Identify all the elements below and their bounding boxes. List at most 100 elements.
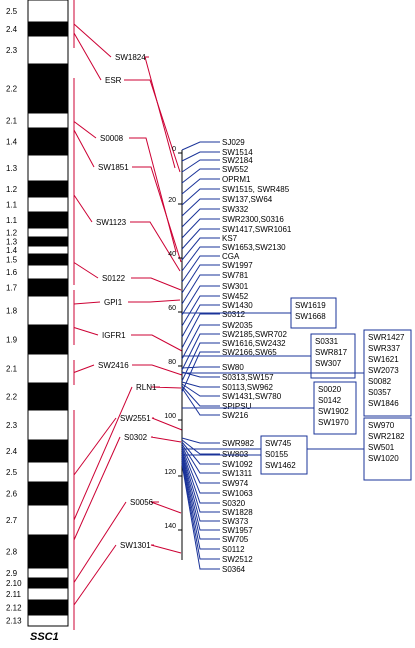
- marker-label: SW1430: [222, 301, 253, 310]
- chromosome-band: [27, 439, 69, 463]
- gene-connector: [132, 166, 182, 263]
- marker-connector: [181, 198, 220, 217]
- band-label: 2.6: [6, 490, 18, 499]
- gene-label-sw1851: SW1851: [98, 163, 129, 172]
- marker-box: [290, 297, 337, 329]
- marker-label: SW332: [222, 205, 249, 214]
- band-label: 1.3: [6, 164, 18, 173]
- gene-connector: [128, 299, 181, 303]
- chromosome-band: [27, 196, 69, 213]
- gene-connector: [150, 544, 182, 554]
- box-marker-label: SW1462: [265, 461, 296, 470]
- marker-label: SW452: [222, 292, 249, 301]
- axis-tick-label: 120: [164, 469, 176, 476]
- box-marker-label: SWR1427: [368, 333, 405, 342]
- chromosome-band: [27, 353, 69, 384]
- marker-label: SW1311: [222, 469, 253, 478]
- marker-label: SW2185,SWR702: [222, 330, 287, 339]
- marker-label: SJ029: [222, 138, 245, 147]
- marker-connector: [181, 313, 220, 349]
- marker-connector: [181, 461, 220, 560]
- band-label: 1.2: [6, 229, 18, 238]
- band-label: 2.11: [6, 590, 22, 599]
- gene-label-sw1123: SW1123: [96, 218, 127, 227]
- marker-connector: [181, 366, 220, 369]
- marker-connector: [181, 255, 220, 283]
- band-label: 2.7: [6, 516, 18, 525]
- axis-tick-label: 20: [168, 197, 176, 204]
- gene-connector: [73, 544, 117, 606]
- marker-label: SW2035: [222, 321, 253, 330]
- band-label: 1.9: [6, 336, 18, 345]
- gene-labels: SW1824ESRS0008SW1851SW1123S0122GPI1IGFR1…: [96, 53, 157, 550]
- gene-label-s0122: S0122: [102, 274, 126, 283]
- box-marker-label: SW1621: [368, 355, 399, 364]
- gene-label-s0302: S0302: [124, 433, 148, 442]
- gene-label-sw1824: SW1824: [115, 53, 146, 62]
- gene-label-sw2551: SW2551: [120, 414, 151, 423]
- band-label: 2.9: [6, 569, 18, 578]
- band-label: 2.2: [6, 85, 18, 94]
- chromosome-band: [27, 577, 69, 589]
- marker-connector: [181, 333, 220, 371]
- gene-connector: [131, 334, 183, 352]
- gene-label-sw1301: SW1301: [120, 541, 151, 550]
- box-marker-label: SWR817: [315, 348, 348, 357]
- marker-label: KS7: [222, 234, 238, 243]
- marker-label: SW2512: [222, 555, 253, 564]
- marker-connector: [181, 168, 220, 184]
- gene-label-esr: ESR: [105, 76, 122, 85]
- marker-label: OPRM1: [222, 175, 251, 184]
- gene-connector: [73, 301, 101, 305]
- marker-label: SW1653,SW2130: [222, 243, 286, 252]
- band-label: 2.12: [6, 604, 22, 613]
- marker-label: S0313,SW157: [222, 373, 274, 382]
- marker-connector: [181, 449, 220, 504]
- axis-tick-label: 80: [168, 359, 176, 366]
- box-marker-label: S0357: [368, 388, 392, 397]
- marker-label: SW1997: [222, 261, 253, 270]
- chromosome-band: [27, 481, 69, 506]
- marker-label: SW1514: [222, 148, 253, 157]
- marker-label: SWR982: [222, 439, 255, 448]
- marker-label: SWR2300,S0316: [222, 215, 284, 224]
- gene-label-s0008: S0008: [100, 134, 124, 143]
- chromosome-band: [27, 245, 69, 255]
- box-marker-label: S0142: [318, 396, 342, 405]
- marker-connector: [181, 295, 220, 327]
- gene-label-s0056: S0056: [130, 498, 154, 507]
- chromosome-band: [27, 63, 69, 114]
- band-label: 2.1: [6, 117, 18, 126]
- band-label: 2.4: [6, 447, 18, 456]
- chromosome-band: [27, 180, 69, 198]
- marker-label: SW373: [222, 517, 249, 526]
- gene-connector: [132, 364, 183, 376]
- chromosome-ideogram: [27, 0, 69, 627]
- chromosome-band: [27, 127, 69, 156]
- marker-connector: [181, 188, 220, 206]
- chromosome-band: [27, 278, 69, 297]
- marker-label: S0112: [222, 545, 245, 554]
- marker-connector: [181, 264, 220, 294]
- box-marker-label: SW307: [315, 359, 342, 368]
- marker-label: SW80: [222, 363, 244, 372]
- chromosome-band: [27, 587, 69, 601]
- marker-label: SW1063: [222, 489, 253, 498]
- marker-connector: [181, 208, 220, 228]
- marker-box: [260, 435, 308, 475]
- marker-connector: [181, 459, 220, 550]
- marker-connector: [181, 285, 220, 316]
- band-label: 1.4: [6, 138, 18, 147]
- marker-connector: [181, 383, 220, 397]
- marker-connector: [181, 246, 220, 272]
- marker-label: S0364: [222, 565, 246, 574]
- gene-connector: [73, 386, 133, 521]
- marker-connector-lines: [181, 141, 220, 570]
- box-marker-label: S0020: [318, 385, 342, 394]
- gene-connector: [73, 23, 112, 58]
- marker-connector: [181, 178, 220, 195]
- marker-connector: [181, 381, 220, 388]
- band-label: 1.3: [6, 238, 18, 247]
- box-marker-label: S0155: [265, 450, 289, 459]
